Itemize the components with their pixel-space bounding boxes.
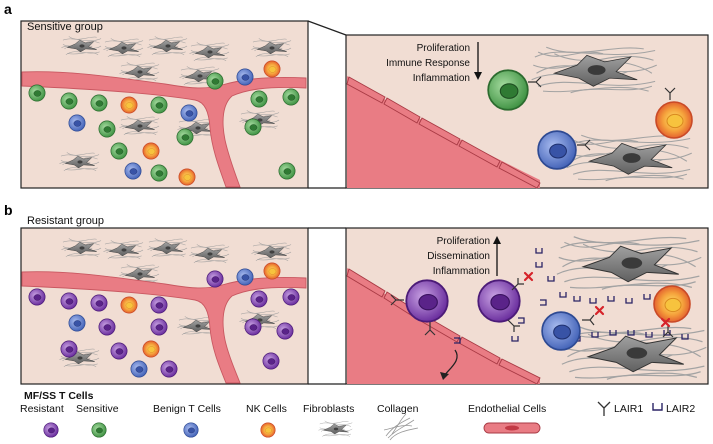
panel-a-blood-vessel	[21, 71, 307, 188]
legend-label-collagen: Collagen	[377, 403, 419, 415]
legend-label-endothelial-cells: Endothelial Cells	[468, 403, 546, 415]
panel-b-effect-1: Proliferation	[437, 236, 490, 247]
panel-a: a Sensitive group	[4, 1, 709, 189]
legend-item-nk-cells: NK Cells	[246, 403, 287, 438]
panel-a-effect-1: Proliferation	[417, 43, 470, 54]
panel-a-endothelial-lining	[346, 76, 541, 189]
panel-a-nk-cell	[655, 101, 693, 139]
legend-item-fibroblasts: Fibroblasts	[303, 403, 354, 437]
legend-item-sensitive: Sensitive	[76, 403, 119, 438]
panel-b-blood-vessel	[21, 271, 307, 384]
legend-item-lair2: LAIR2	[652, 403, 695, 415]
legend-item-endothelial-cells: Endothelial Cells	[468, 403, 546, 434]
panel-b-benign-t-cell	[541, 311, 581, 351]
lair2-icon	[652, 403, 663, 411]
resistant-cell-icon	[43, 422, 59, 438]
panel-a-effect-3: Inflammation	[413, 73, 470, 84]
legend-label-nk-cells: NK Cells	[246, 403, 287, 415]
panel-b-resistant-cell-1	[405, 279, 449, 323]
sensitive-cell-icon	[91, 422, 107, 438]
legend-mf-header: MF/SS T Cells	[24, 390, 94, 402]
panel-a-effect-2: Immune Response	[386, 58, 470, 69]
lair1-icon	[597, 401, 611, 416]
panel-a-zoom-line-top	[307, 20, 347, 36]
nk-cell-icon	[260, 422, 276, 438]
legend-item-benign-t-cells: Benign T Cells	[153, 403, 221, 438]
panel-b-resistant-cell-2	[477, 279, 521, 323]
panel-a-letter: a	[4, 1, 12, 17]
collagen-icon	[383, 413, 419, 441]
endothelial-nucleus-icon	[505, 425, 519, 431]
legend-item-collagen: Collagen	[377, 403, 419, 441]
extravasation-arrowhead-icon	[440, 372, 449, 380]
legend-label-lair1: LAIR1	[614, 403, 643, 415]
legend-label-lair2: LAIR2	[666, 403, 695, 415]
panel-a-sensitive-cell	[487, 69, 529, 111]
legend-label-sensitive: Sensitive	[76, 403, 119, 415]
panel-a-group-label: Sensitive group	[27, 21, 103, 33]
panel-b-letter: b	[4, 202, 13, 218]
legend-label-resistant: Resistant	[20, 403, 64, 415]
legend-item-lair1: LAIR1	[597, 401, 643, 416]
increase-arrow-icon	[493, 236, 501, 276]
panel-b-effect-2: Dissemination	[427, 251, 490, 262]
fibroblast-icon	[318, 420, 353, 437]
panel-a-lair1-receptors	[528, 76, 676, 151]
inhibition-mark-icon	[523, 271, 671, 328]
legend-label-fibroblasts: Fibroblasts	[303, 403, 354, 415]
panel-b-nk-cell	[653, 285, 691, 323]
benign-t-cell-icon	[183, 422, 199, 438]
panel-b-effect-3: Inflammation	[433, 266, 490, 277]
panel-b: b Resistant group	[4, 202, 709, 385]
panel-b-lair1-receptors	[390, 278, 674, 338]
legend: MF/SS T Cells Resistant Sensitive Benign…	[20, 390, 695, 441]
legend-label-benign-t-cells: Benign T Cells	[153, 403, 221, 415]
panel-a-benign-t-cell	[537, 130, 577, 170]
legend-item-resistant: Resistant	[20, 403, 64, 438]
panel-b-group-label: Resistant group	[27, 215, 104, 227]
decrease-arrow-icon	[474, 42, 482, 80]
